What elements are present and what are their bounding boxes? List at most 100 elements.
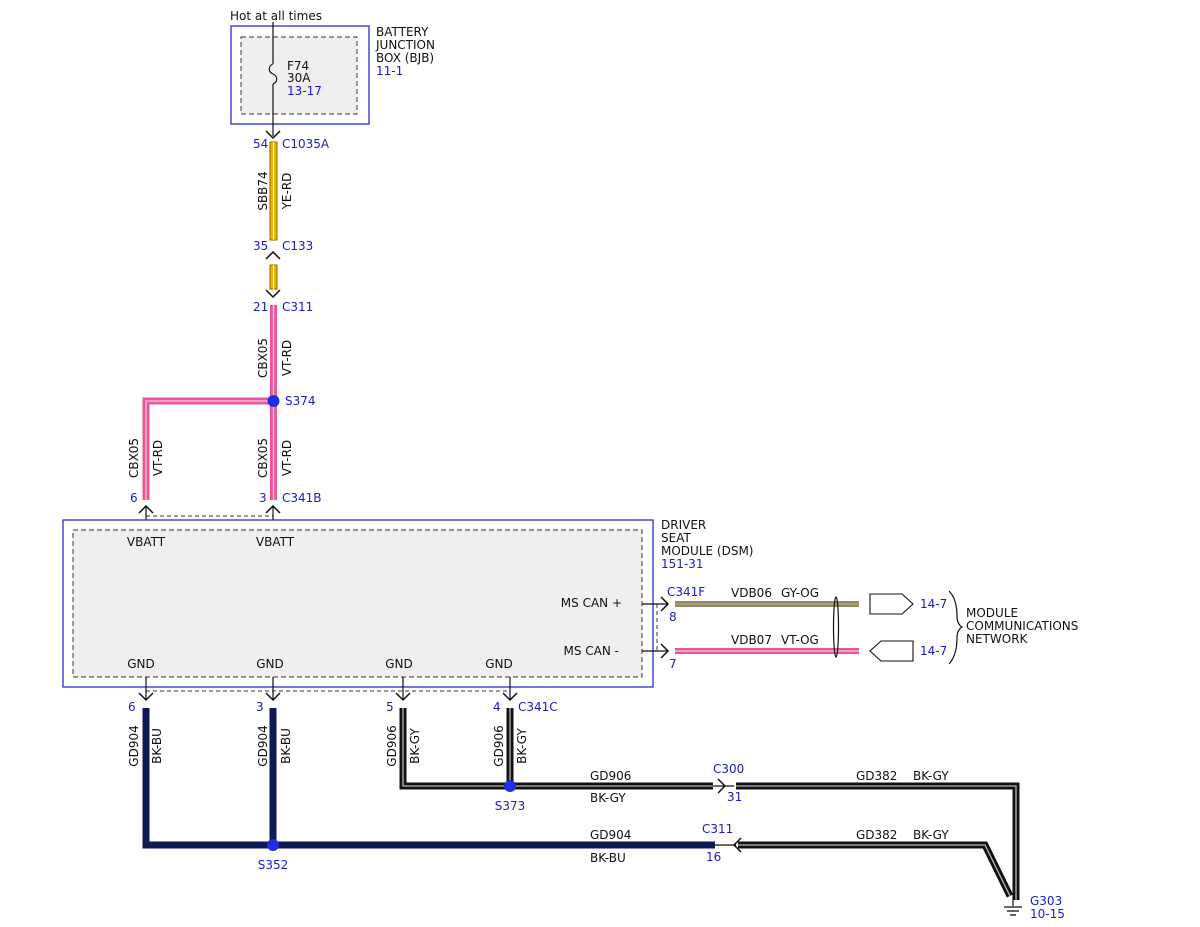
hot-label: Hot at all times (230, 9, 322, 23)
network-name-line2: COMMUNICATIONS (966, 619, 1078, 633)
c341f-arrow-minus (660, 643, 670, 659)
dsm-name-line3: MODULE (DSM) (661, 544, 753, 558)
wire-gd906-a (399, 708, 713, 790)
wire-gd904-a-color: BK-BU (150, 728, 164, 764)
splice-s374 (267, 395, 280, 407)
wire-vdb06-circuit: VDB06 (731, 586, 772, 600)
wire-cbx05-left-stripe (145, 400, 273, 500)
c311-top-arrow (265, 289, 281, 299)
dsm-inner-box (72, 529, 643, 678)
wire-vdb07-color: VT-OG (781, 633, 819, 647)
wire-cbx05-left-circuit: CBX05 (127, 438, 141, 478)
splice-s352 (267, 839, 279, 851)
network-name-line1: MODULE (966, 606, 1018, 620)
bjb-ref: 11-1 (376, 64, 403, 78)
c1035a-pin: 54 (253, 137, 268, 151)
c311-bottom-id: C311 (702, 822, 733, 836)
wire-gd906-b-circuit: GD906 (492, 725, 506, 766)
splice-s374-label: S374 (285, 394, 316, 408)
c311-bottom-pin: 16 (706, 850, 721, 864)
dsm-ms-can-plus: MS CAN + (561, 596, 622, 610)
wire-cbx05-left (142, 397, 273, 500)
wire-gd382-top-circuit: GD382 (856, 769, 897, 783)
bjb-name-line2: JUNCTION (375, 38, 435, 52)
c341c-pin-1: 6 (128, 700, 136, 714)
fuse-rating: 30A (287, 71, 311, 85)
wire-cbx05-upper-color: VT-RD (280, 340, 294, 376)
wire-cbx05-upper-circuit: CBX05 (256, 338, 270, 378)
wire-gd906-a-stripe (402, 708, 713, 787)
network-connector-plus (869, 593, 914, 615)
c341f-pin-minus: 7 (669, 657, 677, 671)
c133-pin: 35 (253, 239, 268, 253)
wire-gd906-b-color: BK-GY (515, 728, 529, 764)
c341c-arrow-4 (502, 692, 518, 702)
dsm-vbatt-left: VBATT (127, 535, 166, 549)
wire-gd906-a-color: BK-GY (408, 728, 422, 764)
ground-ref: 10-15 (1030, 907, 1065, 921)
c133-id: C133 (282, 239, 313, 253)
ground-id: G303 (1030, 894, 1062, 908)
bjb-inner-box (240, 36, 358, 115)
wire-vdb06-color: GY-OG (781, 586, 819, 600)
wire-gd382-bottom (738, 841, 1014, 898)
c341f-arrow-plus (660, 596, 670, 612)
wire-gd904-horiz-color: BK-BU (590, 851, 626, 865)
c341b-pin-left: 6 (130, 491, 138, 505)
wire-gd906-horiz-circuit: GD906 (590, 769, 631, 783)
network-ref-plus: 14-7 (920, 597, 947, 611)
c341c-arrow-3 (395, 692, 411, 702)
dsm-ms-can-minus: MS CAN - (564, 644, 620, 658)
c341c-pin-2: 3 (256, 700, 264, 714)
ground-icon (1004, 906, 1022, 916)
bjb-name-line3: BOX (BJB) (376, 51, 434, 65)
dsm-gnd-3: GND (385, 657, 413, 671)
c341c-pin-4: 4 (493, 700, 501, 714)
dsm-ref: 151-31 (661, 557, 704, 571)
network-ref-minus: 14-7 (920, 644, 947, 658)
wire-sbb74-color: YE-RD (280, 173, 294, 211)
wire-gd904-horiz-circuit: GD904 (590, 828, 631, 842)
wire-gd382-bottom-stripe (738, 844, 1011, 897)
c311-top-id: C311 (282, 300, 313, 314)
c311-top-pin: 21 (253, 300, 268, 314)
wire-gd904-a (142, 708, 715, 849)
wire-gd382-top-color: BK-GY (913, 769, 949, 783)
fuse-ref: 13-17 (287, 84, 322, 98)
bjb-name-line1: BATTERY (376, 25, 429, 39)
c1035a-id: C1035A (282, 137, 330, 151)
dsm-name-line2: SEAT (661, 531, 691, 545)
c341b-id: C341B (282, 491, 322, 505)
wire-cbx05-right-circuit: CBX05 (256, 438, 270, 478)
wire-cbx05-right-color: VT-RD (280, 440, 294, 476)
c300-pin: 31 (727, 790, 742, 804)
network-connector-minus (869, 640, 914, 662)
network-name-line3: NETWORK (966, 632, 1029, 646)
dsm-gnd-1: GND (127, 657, 155, 671)
c1035a-arrow (265, 130, 281, 140)
wire-gd382-top-stripe (736, 785, 1017, 900)
dsm-gnd-4: GND (485, 657, 513, 671)
splice-s373-label: S373 (495, 799, 526, 813)
c341c-id: C341C (518, 700, 558, 714)
splice-s373 (504, 780, 516, 792)
c341c-arrow-2 (265, 692, 281, 702)
splice-s352-label: S352 (258, 858, 289, 872)
dsm-vbatt-right: VBATT (256, 535, 295, 549)
c300-id: C300 (713, 762, 744, 776)
dsm-gnd-2: GND (256, 657, 284, 671)
wire-gd906-a-circuit: GD906 (385, 725, 399, 766)
wire-gd904-a-circuit: GD904 (127, 725, 141, 766)
wire-gd906-horiz-color: BK-GY (590, 791, 626, 805)
fuse-id: F74 (287, 59, 309, 73)
fuse-f74-symbol (268, 63, 278, 85)
wire-gd904-b-color: BK-BU (279, 728, 293, 764)
wire-gd382-bottom-circuit: GD382 (856, 828, 897, 842)
dsm-name-line1: DRIVER (661, 518, 706, 532)
wire-gd904-b-circuit: GD904 (256, 725, 270, 766)
c341f-pin-plus: 8 (669, 610, 677, 624)
c341b-pin-right: 3 (259, 491, 267, 505)
c341c-pin-3: 5 (386, 700, 394, 714)
c341c-arrow-1 (138, 692, 154, 702)
